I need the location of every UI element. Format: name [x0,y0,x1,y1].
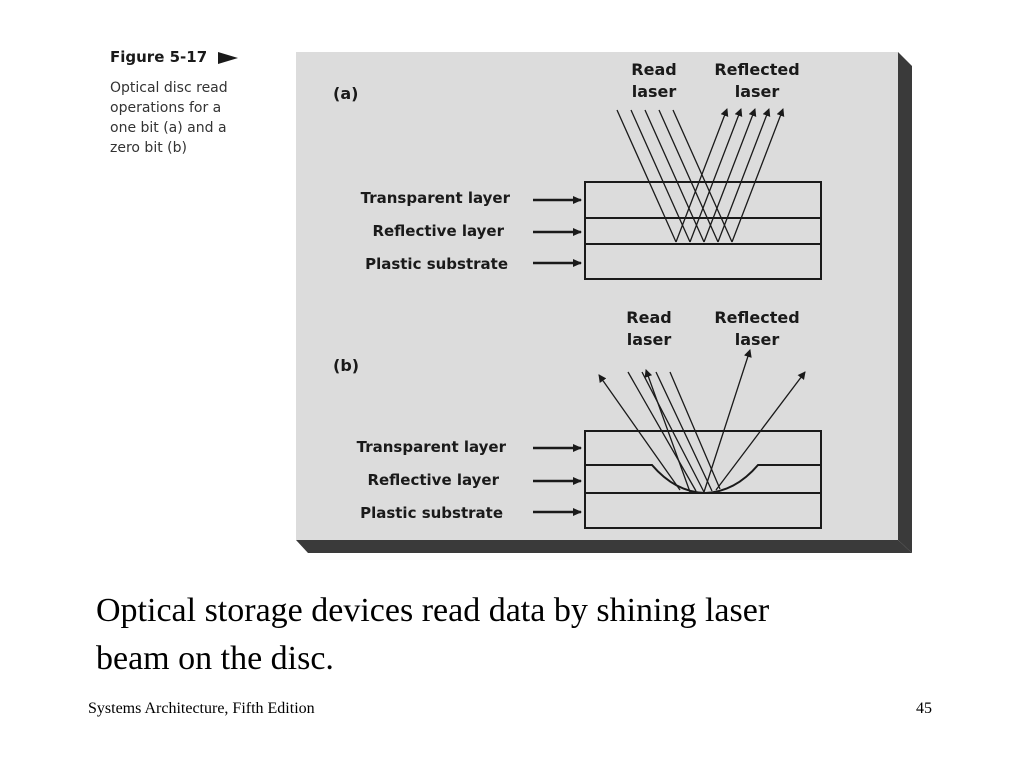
reflected-laser-label: laser [735,82,780,101]
layer-label-substrate: Plastic substrate [360,504,503,522]
footer-title: Systems Architecture, Fifth Edition [88,700,315,717]
caption-line: Optical disc read [110,80,228,96]
layer-label-substrate: Plastic substrate [365,255,508,273]
caption-line: one bit (a) and a [110,120,227,136]
caption-line: zero bit (b) [110,140,187,156]
caption-line: operations for a [110,100,222,116]
panel-shadow [898,52,912,553]
disc-layers-b [584,430,822,529]
read-laser-label: laser [627,330,672,349]
layer-label-transparent: Transparent layer [361,189,511,207]
slide-number: 45 [916,700,932,717]
layer-pointer-arrows [533,196,582,267]
panel-a-label: (a) [333,84,358,103]
figure-panel [296,52,898,540]
panel-shadow [296,540,912,553]
reflected-laser-label: laser [735,330,780,349]
layer-label-reflective: Reflective layer [372,222,504,240]
read-laser-label: Read [631,60,676,79]
layer-pointer-arrows [533,444,582,516]
read-laser-label: laser [632,82,677,101]
body-text-line: Optical storage devices read data by shi… [96,592,770,629]
figure-pointer-arrow-icon [218,52,238,64]
read-laser-label: Read [626,308,671,327]
figure-number: Figure 5-17 [110,48,208,66]
disc-layers-a [584,181,822,280]
laser-beams-a [616,108,785,243]
laser-beams-b [598,349,806,493]
reflected-laser-label: Reflected [714,308,799,327]
panel-b-label: (b) [333,356,359,375]
layer-label-transparent: Transparent layer [357,438,507,456]
reflected-laser-label: Reflected [714,60,799,79]
layer-label-reflective: Reflective layer [367,471,499,489]
body-text-line: beam on the disc. [96,640,334,677]
